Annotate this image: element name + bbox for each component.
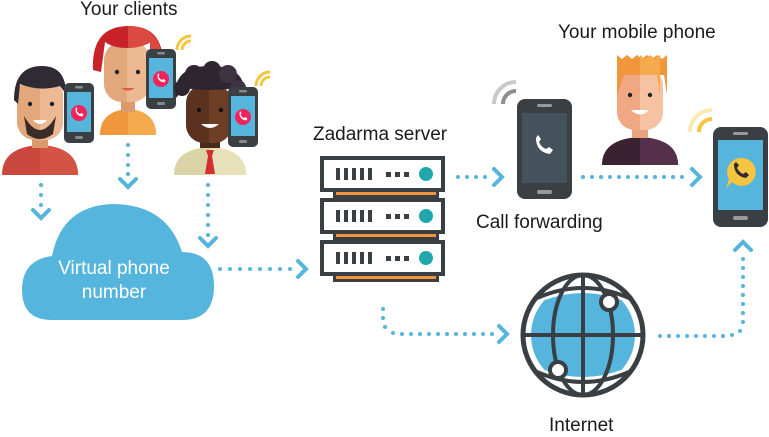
cloud-label-line1: Virtual phone bbox=[58, 258, 170, 279]
arrow-server-to-internet bbox=[381, 307, 510, 344]
client-avatar-man-beard bbox=[2, 66, 78, 175]
cloud-label-line2: number bbox=[81, 282, 147, 303]
arrow-forward-phone-to-mobile bbox=[581, 167, 703, 187]
label-call-forwarding: Call forwarding bbox=[476, 212, 603, 233]
arrow-server-to-forward-phone bbox=[456, 167, 505, 187]
virtual-phone-number-cloud bbox=[22, 204, 214, 320]
phone-handset-icon bbox=[536, 135, 553, 154]
wifi-icon-gray bbox=[492, 80, 517, 105]
your-mobile-phone bbox=[713, 127, 768, 227]
cloud-label: Virtual phone number bbox=[24, 257, 204, 305]
arrow-internet-to-mobile bbox=[658, 239, 753, 338]
label-zadarma-server: Zadarma server bbox=[313, 124, 448, 145]
client-phone-2 bbox=[146, 49, 176, 109]
client-phone-3 bbox=[228, 87, 258, 147]
internet-globe-icon bbox=[520, 272, 646, 398]
label-your-clients: Your clients bbox=[80, 0, 178, 20]
arrow-client1-to-cloud bbox=[31, 183, 51, 221]
label-internet: Internet bbox=[549, 415, 614, 436]
client-phone-1 bbox=[64, 83, 94, 143]
label-your-mobile-phone: Your mobile phone bbox=[558, 22, 716, 43]
user-avatar bbox=[602, 55, 678, 165]
call-forwarding-phone bbox=[517, 99, 572, 199]
client-avatar-man-curly bbox=[174, 61, 246, 175]
arrow-client3-to-cloud bbox=[198, 183, 218, 249]
wifi-icon bbox=[254, 70, 272, 88]
arrow-cloud-to-server bbox=[218, 259, 309, 279]
wifi-icon-yellow bbox=[688, 108, 713, 133]
wifi-icon bbox=[175, 34, 193, 52]
arrow-client2-to-cloud bbox=[118, 143, 138, 190]
zadarma-server-icon bbox=[320, 156, 445, 282]
